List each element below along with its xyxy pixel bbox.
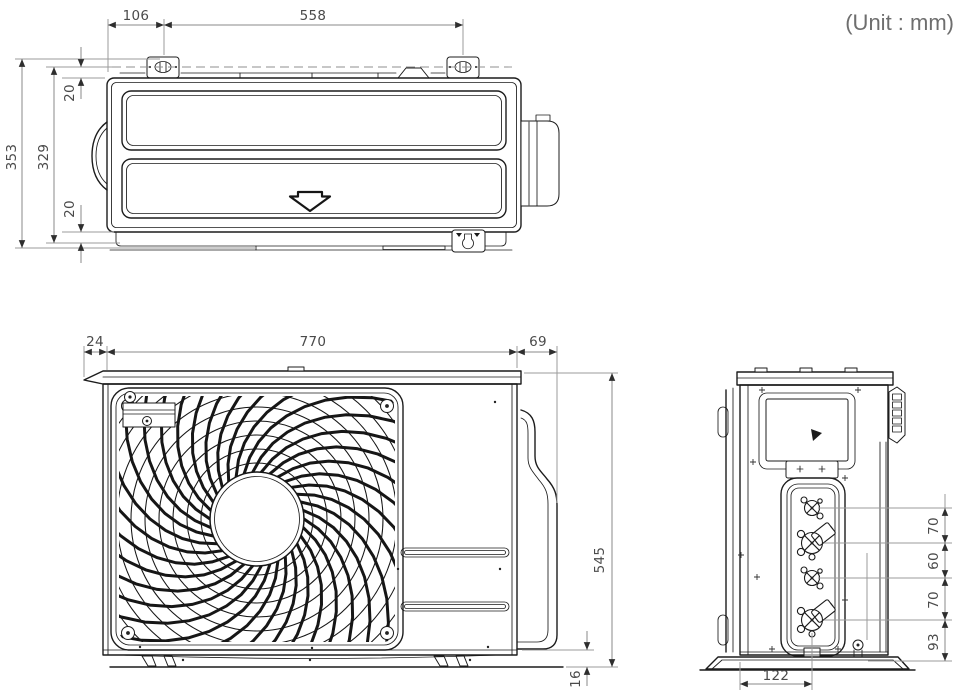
top-edge-detail: [119, 67, 446, 79]
cover-arrow-icon: [811, 429, 822, 441]
service-valve-large: [796, 522, 836, 561]
dim-body-height: 545: [592, 547, 608, 574]
dim-body-width: 770: [300, 334, 327, 350]
service-valve-large: [796, 599, 836, 638]
side-view-dimensions: 70 60 70 93 122: [739, 494, 952, 690]
dim-valve-base-height: 93: [926, 633, 942, 651]
airflow-down-arrow-icon: [288, 190, 332, 213]
mounting-bracket-top-right: [446, 56, 480, 79]
valve-recess: [780, 477, 846, 657]
top-left-bulge: [91, 121, 108, 191]
dim-bracket-spacing: 558: [300, 8, 327, 24]
side-view: 70 60 70 93 122: [699, 367, 952, 690]
mounting-bracket-top-left: [146, 56, 180, 79]
nameplate: [122, 391, 176, 428]
dim-overall-depth: 353: [4, 144, 20, 171]
electrical-cover: [758, 392, 856, 479]
top-panel-front: [121, 158, 507, 219]
dim-left-flange: 24: [86, 334, 104, 350]
unit-label: (Unit : mm): [845, 10, 954, 35]
side-top-cap: [736, 367, 894, 386]
side-handle: [516, 409, 558, 650]
fan-hub: [209, 471, 305, 567]
service-valve-small: [800, 566, 824, 590]
dim-body-depth: 329: [36, 144, 52, 171]
top-valve-cover: [520, 114, 560, 207]
front-feet: [119, 654, 501, 667]
dim-front-edge-offset: 20: [62, 84, 78, 102]
fan-grille-spiral-pattern: [119, 396, 395, 642]
dim-valve-gap-bottom: 70: [926, 591, 942, 609]
dim-right-protrusion: 69: [529, 334, 547, 350]
top-view: 106 558 353 329 20 20: [4, 8, 560, 263]
mounting-bracket-bottom-right: [451, 229, 486, 253]
dim-valve-center-offset: 122: [763, 668, 790, 684]
dim-foot-height: 16: [568, 670, 584, 688]
top-panel-rear: [121, 90, 507, 151]
dim-bracket-offset: 106: [123, 8, 150, 24]
side-rear-edge: [717, 387, 734, 653]
front-view-dimensions: 24 770 69 545 16: [83, 334, 618, 688]
service-valves: [796, 496, 836, 638]
dim-rear-edge-offset: 20: [62, 200, 78, 218]
fan-grille: [110, 387, 404, 651]
front-top-cap: [83, 366, 522, 385]
front-body-outline: [102, 383, 518, 656]
side-panel-slots: [400, 547, 510, 612]
reference-marks: [138, 66, 861, 662]
dim-valve-gap-top: 70: [926, 517, 942, 535]
dim-valve-gap-middle: 60: [926, 552, 942, 570]
front-view: 24 770 69 545 16: [83, 334, 618, 688]
side-base-details: [699, 639, 916, 671]
side-vent-louvers: [888, 386, 906, 444]
top-view-dimensions: 106 558 353 329 20 20: [4, 8, 464, 263]
